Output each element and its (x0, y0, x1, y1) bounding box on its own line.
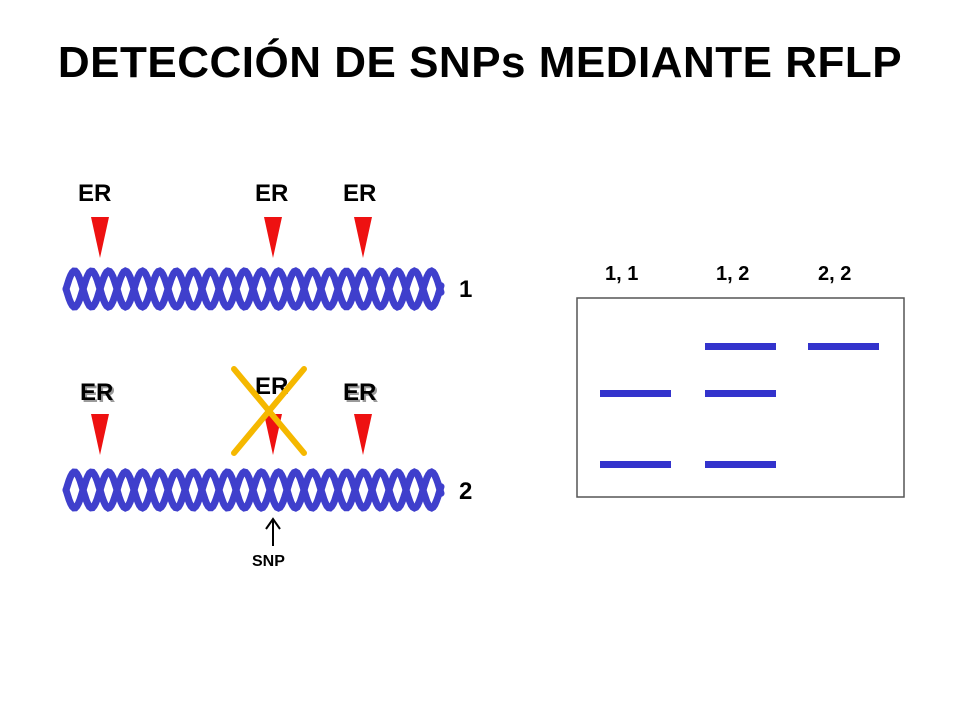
band-lane2-mid (705, 390, 776, 397)
strand2-cut-arrow-3 (354, 414, 372, 455)
snp-label: SNP (252, 553, 285, 570)
band-lane3-high (808, 343, 879, 350)
strand1-cut-arrow-3 (354, 217, 372, 258)
dna-helix-2 (62, 468, 445, 512)
band-lane2-high (705, 343, 776, 350)
strand2-cut-arrow-1 (91, 414, 109, 455)
helix-2-strand-b (62, 468, 445, 512)
strand1-number: 1 (459, 276, 473, 303)
strand1-site-1-label: ER (78, 180, 112, 207)
strand1-cut-arrow-2 (264, 217, 282, 258)
lane-label-2-2: 2, 2 (818, 263, 852, 285)
strand2-number: 2 (459, 478, 473, 505)
lane-label-1-1: 1, 1 (605, 263, 639, 285)
band-lane1-low (600, 461, 671, 468)
lost-site-cross (231, 366, 307, 456)
strand2-site-1-label: ER (80, 379, 114, 406)
band-lane2-low (705, 461, 776, 468)
strand1-cut-arrow-1 (91, 217, 109, 258)
dna-helix-1 (62, 267, 445, 311)
lane-label-1-2: 1, 2 (716, 263, 750, 285)
strand1-site-2-label: ER (255, 180, 289, 207)
snp-pointer-arrow (265, 517, 281, 546)
strand1-site-3-label: ER (343, 180, 377, 207)
strand2-site-3-label: ER (343, 379, 377, 406)
helix-1-strand-b (62, 267, 445, 311)
band-lane1-mid (600, 390, 671, 397)
page-title: DETECCIÓN DE SNPs MEDIANTE RFLP (57, 38, 903, 87)
